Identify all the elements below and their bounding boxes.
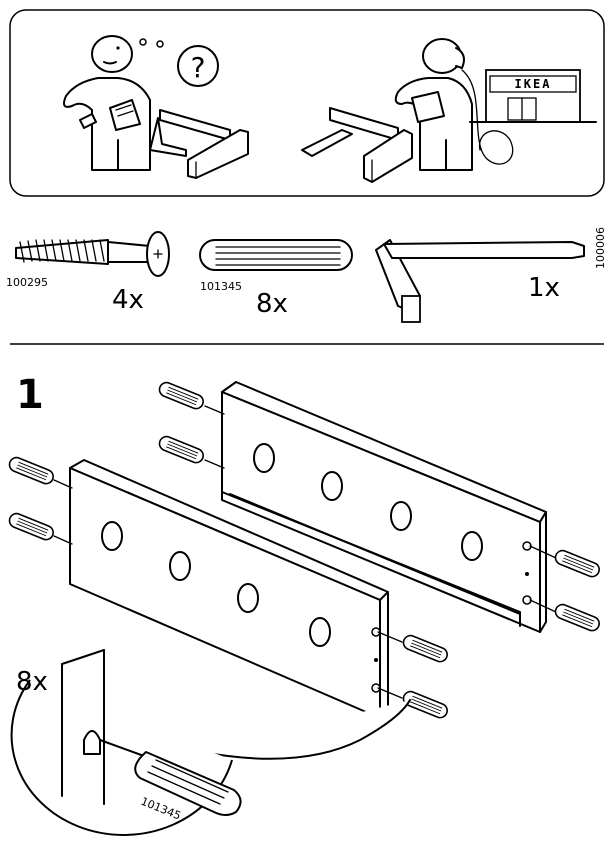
part-quantity: 8x: [256, 289, 288, 319]
dowel: [156, 433, 207, 466]
detail-quantity: 8x: [16, 667, 48, 697]
wooden-dowel-icon: [199, 239, 353, 271]
cam-hole: [321, 471, 343, 501]
support-panel: ? IKEA: [9, 9, 605, 197]
detail-dowel: [134, 751, 242, 816]
cam-hole: [461, 531, 483, 561]
step-number: 1: [16, 372, 44, 418]
dowel: [552, 547, 603, 580]
part-quantity: 1x: [528, 273, 560, 303]
part-code: 100006: [594, 227, 607, 269]
part-quantity: 4x: [112, 285, 144, 315]
allen-key-icon: [375, 239, 585, 323]
cam-hole: [101, 521, 123, 551]
dowel: [6, 454, 57, 487]
dowel: [552, 601, 603, 634]
dowel: [156, 379, 207, 412]
back-side-panel: [221, 381, 547, 633]
front-side-panel: [69, 459, 389, 719]
cam-hole: [237, 583, 259, 613]
dowel: [400, 688, 451, 721]
cam-hole: [390, 501, 412, 531]
confused-person-icon: ?: [63, 35, 219, 171]
cam-hole: [253, 443, 275, 473]
dowel-insertion-group: [6, 379, 603, 721]
unassembled-parts-icon: [149, 109, 249, 179]
assembled-parts-icon: [301, 107, 413, 183]
detail-callout: 8x 101345: [10, 649, 411, 836]
parts-list: 100295 4x 101345 8x 100006 1x: [6, 227, 607, 323]
question-glyph: ?: [191, 51, 206, 84]
store-sign: IKEA: [515, 77, 552, 91]
phone-call-person-icon: [394, 38, 514, 171]
dowel: [6, 510, 57, 543]
store-icon: IKEA: [469, 69, 597, 123]
dowel: [400, 632, 451, 665]
cam-hole: [309, 617, 331, 647]
screw-icon: [15, 231, 170, 277]
part-code: 101345: [200, 280, 242, 293]
cam-hole: [169, 551, 191, 581]
part-code: 100295: [6, 276, 48, 289]
